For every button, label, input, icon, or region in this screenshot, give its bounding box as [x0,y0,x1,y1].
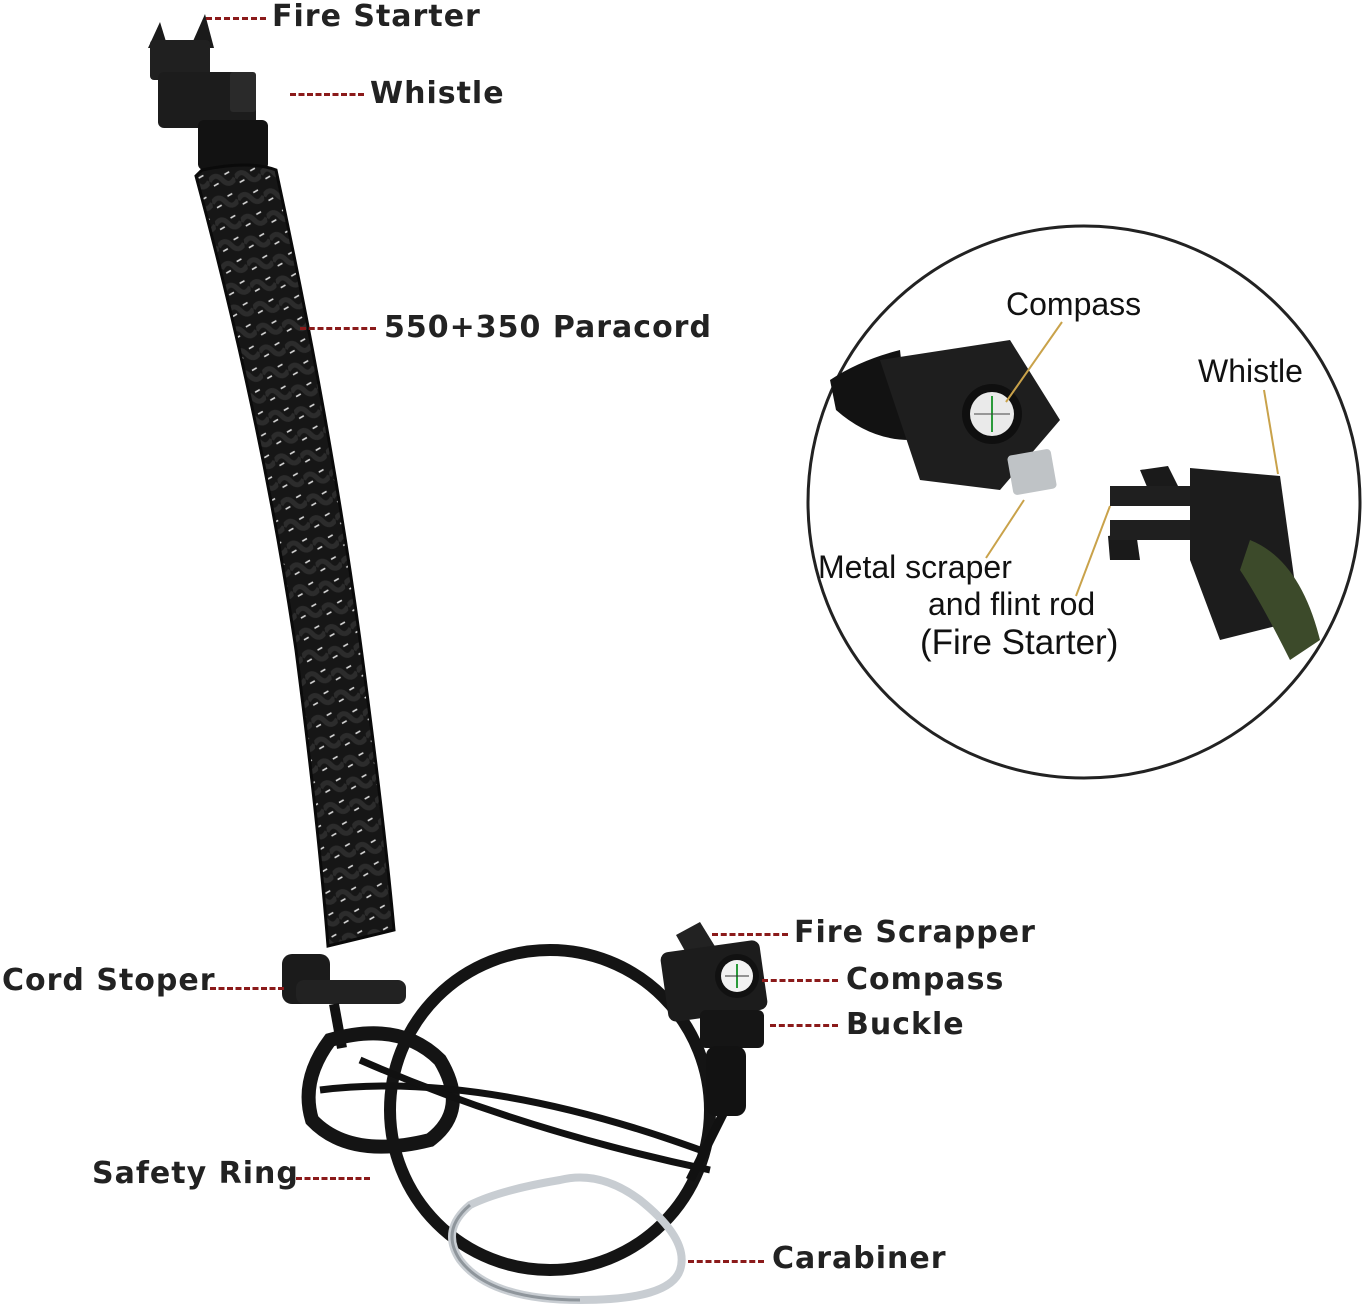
carabiner-part [448,1173,686,1305]
label-paracord: 550+350 Paracord [384,310,712,345]
label-whistle: Whistle [370,76,505,111]
label-fire-starter: Fire Starter [272,0,481,34]
leader-buckle [770,1024,838,1027]
detail-inset [806,224,1362,780]
cord-stopper-part [282,954,406,1049]
paracord-braid [194,163,396,948]
top-buckle [148,14,268,170]
inset-label-scraper-1: Metal scraper [818,549,1012,585]
label-fire-scrapper: Fire Scrapper [794,915,1036,950]
label-compass: Compass [846,962,1005,997]
leader-paracord [300,327,376,330]
leader-whistle [290,93,364,96]
inset-label-compass: Compass [1006,286,1142,322]
leader-safety-ring [296,1177,370,1180]
inset-label-scraper-3: (Fire Starter) [920,623,1119,662]
compass-buckle [660,922,768,1116]
leader-fire-scrapper [712,933,788,936]
leader-cord-stoper [210,987,284,990]
label-carabiner: Carabiner [772,1241,947,1276]
label-safety-ring: Safety Ring [92,1156,299,1191]
label-cord-stoper: Cord Stoper [2,963,216,998]
inset-label-whistle: Whistle [1198,353,1303,389]
inset-label-scraper-2: and flint rod [928,586,1096,622]
inset-leaders [985,321,1279,597]
leader-carabiner [688,1260,764,1263]
label-buckle: Buckle [846,1007,965,1042]
leader-fire-starter [206,17,266,20]
leader-compass [762,979,838,982]
